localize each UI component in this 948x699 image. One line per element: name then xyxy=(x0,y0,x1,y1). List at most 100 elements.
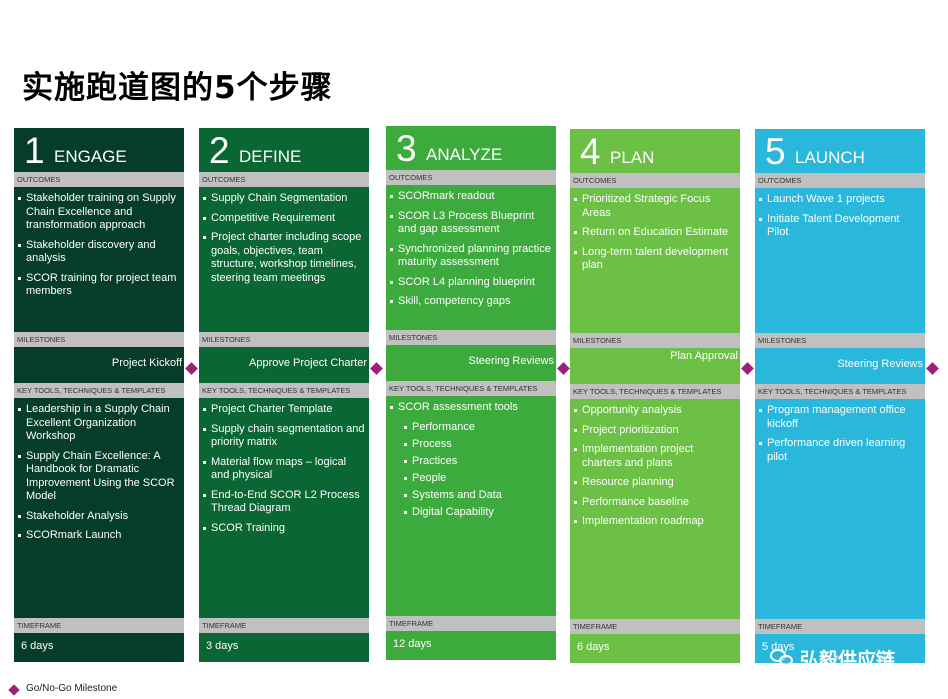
tool-item: SCOR Training xyxy=(203,522,365,536)
tool-item: Supply Chain Excellence: A Handbook for … xyxy=(18,450,180,504)
tool-subitem: Process xyxy=(404,438,552,452)
legend-label: Go/No-Go Milestone xyxy=(26,683,118,694)
outcome-item: Stakeholder discovery and analysis xyxy=(18,239,180,266)
step-header: 4 PLAN xyxy=(570,129,740,173)
step-number: 5 xyxy=(765,131,786,172)
outcome-item: Prioritized Strategic Focus Areas xyxy=(574,193,736,220)
milestones-bar: MILESTONES xyxy=(14,332,184,347)
step-number: 2 xyxy=(209,130,230,171)
tools-section: Leadership in a Supply Chain Excellent O… xyxy=(14,398,184,618)
page-title: 实施跑道图的5个步骤 xyxy=(22,70,333,106)
outcome-item: Skill, competency gaps xyxy=(390,295,552,309)
milestone-diamond-icon xyxy=(370,362,383,375)
outcome-item: SCOR training for project team members xyxy=(18,272,180,299)
tools-bar: KEY TOOLS, TECHNIQUES & TEMPLATES xyxy=(570,384,740,399)
timeframe-value: 6 days xyxy=(570,634,740,663)
tool-subitem: Systems and Data xyxy=(404,489,552,503)
tool-subitem: Performance xyxy=(404,421,552,435)
timeframe-value: 6 days xyxy=(14,633,184,662)
tools-bar: KEY TOOLS, TECHNIQUES & TEMPLATES xyxy=(386,381,556,396)
milestone-label: Project Kickoff xyxy=(111,357,182,369)
tool-item: Resource planning xyxy=(574,476,736,490)
step-name: PLAN xyxy=(610,148,655,167)
tool-item: Program management office kickoff xyxy=(759,404,921,431)
milestone-label: Approve Project Charter xyxy=(249,357,367,369)
outcomes-bar: OUTCOMES xyxy=(570,173,740,188)
outcome-item: SCOR L3 Process Blueprint and gap assess… xyxy=(390,210,552,237)
tool-item: Material flow maps – logical and physica… xyxy=(203,456,365,483)
outcomes-bar: OUTCOMES xyxy=(386,170,556,185)
milestone-diamond-icon xyxy=(926,362,939,375)
step-name: DEFINE xyxy=(239,147,302,166)
tools-bar: KEY TOOLS, TECHNIQUES & TEMPLATES xyxy=(14,383,184,398)
timeframe-value: 3 days xyxy=(199,633,369,662)
tool-item: Project Charter Template xyxy=(203,403,365,417)
milestones-bar: MILESTONES xyxy=(199,332,369,347)
step-number: 4 xyxy=(580,131,601,172)
outcome-item: Launch Wave 1 projects xyxy=(759,193,921,207)
tool-item: Implementation roadmap xyxy=(574,515,736,529)
outcome-item: Return on Education Estimate xyxy=(574,226,736,240)
outcomes-list: Stakeholder training on Supply Chain Exc… xyxy=(14,187,184,299)
timeframe-bar: TIMEFRAME xyxy=(570,619,740,634)
step-name: LAUNCH xyxy=(795,148,865,167)
timeframe-bar: TIMEFRAME xyxy=(199,618,369,633)
wechat-icon xyxy=(770,647,796,669)
milestone-label: Steering Reviews xyxy=(837,358,923,370)
outcomes-bar: OUTCOMES xyxy=(755,173,925,188)
tool-subitem: Digital Capability xyxy=(404,506,552,520)
tool-subitem: People xyxy=(404,472,552,486)
tool-item: Performance baseline xyxy=(574,496,736,510)
milestone-row: Project Kickoff xyxy=(14,347,184,383)
outcome-item: Long-term talent development plan xyxy=(574,246,736,273)
go-no-go-diamond-icon xyxy=(8,684,20,696)
milestone-row: Approve Project Charter xyxy=(199,347,369,383)
tool-item: Leadership in a Supply Chain Excellent O… xyxy=(18,403,180,444)
milestone-row: Steering Reviews xyxy=(755,348,925,384)
milestone-row: Plan Approval xyxy=(570,348,740,384)
tools-bar: KEY TOOLS, TECHNIQUES & TEMPLATES xyxy=(199,383,369,398)
step-number: 3 xyxy=(396,128,417,169)
outcomes-section: Stakeholder training on Supply Chain Exc… xyxy=(14,187,184,332)
tools-bar: KEY TOOLS, TECHNIQUES & TEMPLATES xyxy=(755,384,925,399)
outcome-item: SCOR L4 planning blueprint xyxy=(390,276,552,290)
milestone-diamond-icon xyxy=(557,362,570,375)
tool-item: Stakeholder Analysis xyxy=(18,510,180,524)
outcome-item: Synchronized planning practice maturity … xyxy=(390,243,552,270)
milestone-label: Plan Approval xyxy=(670,350,738,362)
milestone-diamond-icon xyxy=(185,362,198,375)
outcome-item: Project charter including scope goals, o… xyxy=(203,231,365,285)
step-header: 5 LAUNCH xyxy=(755,129,925,173)
tool-item: Supply chain segmentation and priority m… xyxy=(203,423,365,450)
tool-item: End-to-End SCOR L2 Process Thread Diagra… xyxy=(203,489,365,516)
milestones-bar: MILESTONES xyxy=(386,330,556,345)
step-name: ENGAGE xyxy=(54,147,127,166)
milestones-bar: MILESTONES xyxy=(570,333,740,348)
outcome-item: Stakeholder training on Supply Chain Exc… xyxy=(18,192,180,233)
milestone-row: Steering Reviews xyxy=(386,345,556,381)
watermark: 弘毅供应链 xyxy=(770,642,946,674)
timeframe-bar: TIMEFRAME xyxy=(755,619,925,634)
step-header: 2 DEFINE xyxy=(199,128,369,172)
outcomes-bar: OUTCOMES xyxy=(199,172,369,187)
tool-item: Performance driven learning pilot xyxy=(759,437,921,464)
watermark-text: 弘毅供应链 xyxy=(800,648,896,671)
milestone-label: Steering Reviews xyxy=(468,355,554,367)
outcomes-bar: OUTCOMES xyxy=(14,172,184,187)
tool-item: Project prioritization xyxy=(574,424,736,438)
